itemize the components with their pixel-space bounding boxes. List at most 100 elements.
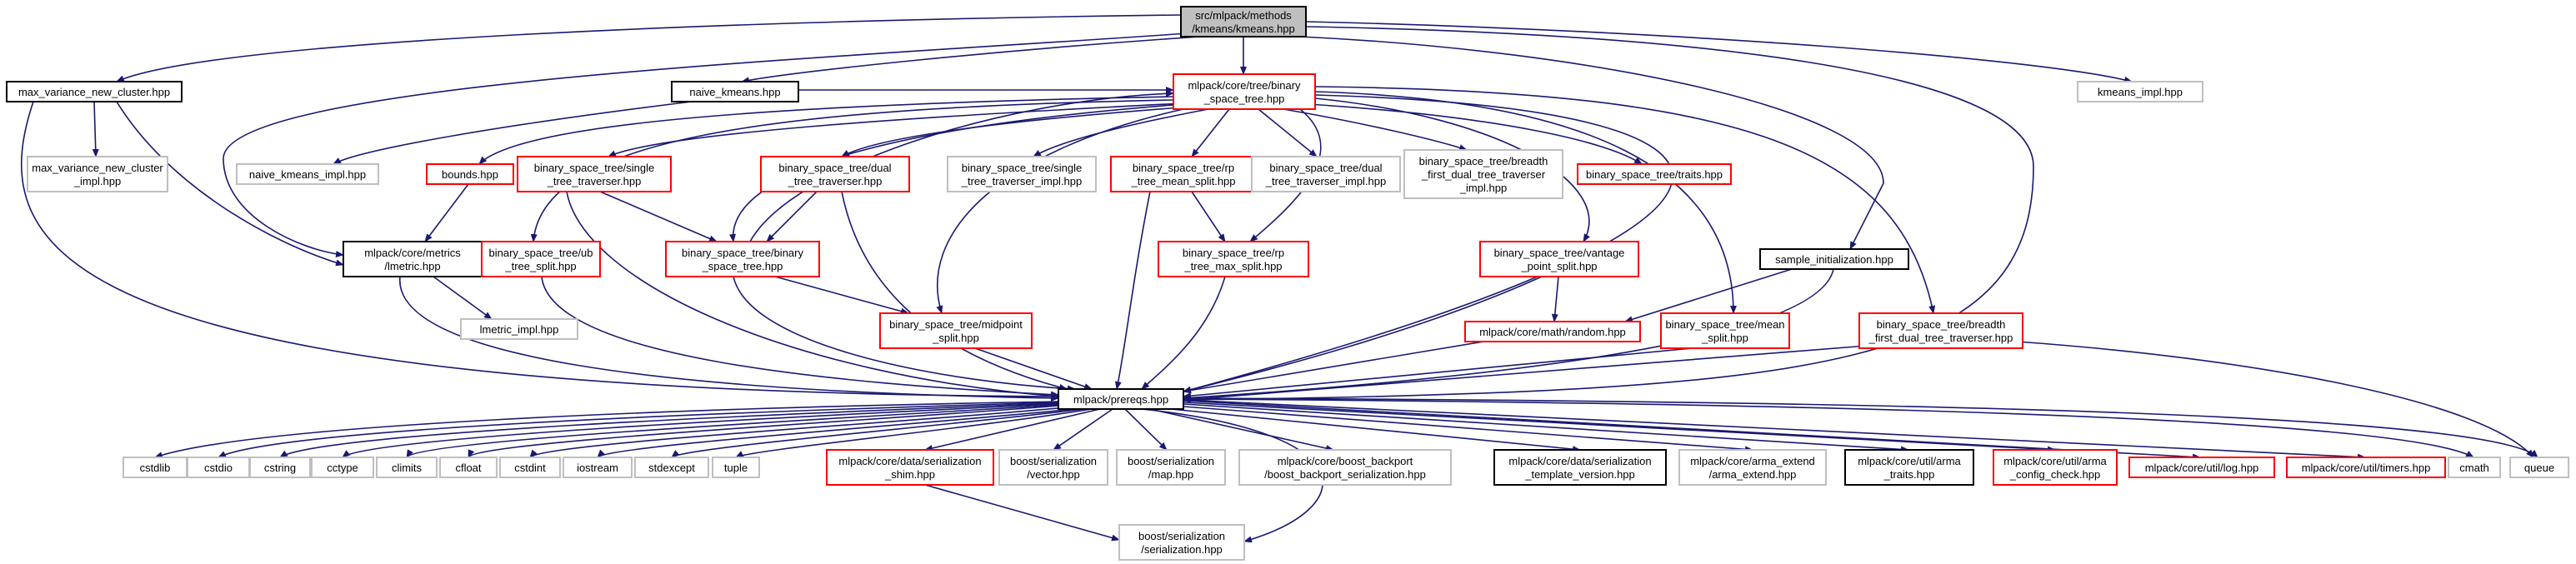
node-tuple[interactable]: tuple bbox=[712, 457, 760, 478]
node-label-line: _first_dual_tree_traverser bbox=[1421, 168, 1546, 181]
node-mean[interactable]: binary_space_tree/mean_split.hpp bbox=[1660, 312, 1790, 349]
node-box bbox=[1464, 321, 1641, 342]
node-cctype[interactable]: cctype bbox=[311, 457, 374, 478]
node-cmath[interactable]: cmath bbox=[2448, 457, 2501, 478]
node-box bbox=[1116, 449, 1226, 486]
node-box bbox=[671, 81, 799, 102]
edge-mean-to-prereqs bbox=[1183, 347, 1693, 400]
edge-single-to-prereqs bbox=[566, 191, 1059, 400]
node-single-impl[interactable]: binary_space_tree/single_tree_traverser_… bbox=[947, 156, 1097, 192]
node-label-line: mlpack/core/data/serialization bbox=[1508, 455, 1651, 467]
node-cfloat[interactable]: cfloat bbox=[439, 457, 498, 478]
node-ub[interactable]: binary_space_tree/ub_tree_split.hpp bbox=[481, 241, 601, 277]
node-iostream[interactable]: iostream bbox=[563, 457, 633, 478]
node-label-line: mlpack/core/util/arma bbox=[1858, 455, 1961, 467]
node-label-line: binary_space_tree/mean bbox=[1665, 318, 1784, 331]
node-sample[interactable]: sample_initialization.hpp bbox=[1759, 248, 1909, 270]
node-box bbox=[460, 318, 578, 340]
node-bounds[interactable]: bounds.hpp bbox=[426, 163, 514, 185]
node-box bbox=[1858, 312, 2023, 349]
edge-single-to-bst2 bbox=[599, 191, 718, 242]
node-shim[interactable]: mlpack/core/data/serialization_shim.hpp bbox=[826, 449, 994, 486]
node-vector[interactable]: boost/serialization/vector.hpp bbox=[998, 449, 1108, 486]
node-cstdint[interactable]: cstdint bbox=[499, 457, 561, 478]
node-box bbox=[187, 457, 250, 478]
node-midpoint[interactable]: binary_space_tree/midpoint_split.hpp bbox=[879, 312, 1033, 349]
node-naive[interactable]: naive_kmeans.hpp bbox=[671, 81, 799, 102]
node-label-line: mlpack/core/metrics bbox=[364, 247, 461, 259]
node-random[interactable]: mlpack/core/math/random.hpp bbox=[1464, 321, 1641, 342]
node-cstring[interactable]: cstring bbox=[249, 457, 311, 478]
node-label-line: stdexcept bbox=[648, 462, 695, 474]
node-arma-config[interactable]: mlpack/core/util/arma_config_check.hpp bbox=[1993, 449, 2118, 486]
node-label-line: cmath bbox=[2459, 462, 2488, 474]
node-label-line: cstdio bbox=[204, 462, 233, 474]
node-lmetric-impl[interactable]: lmetric_impl.hpp bbox=[460, 318, 578, 340]
node-label-line: _config_check.hpp bbox=[2009, 468, 2100, 481]
node-rpmean[interactable]: binary_space_tree/rp_tree_mean_split.hpp bbox=[1110, 156, 1257, 192]
edge-mvnc-to-prereqs bbox=[20, 101, 1059, 400]
edge-bst-to-mean bbox=[1314, 91, 1737, 314]
node-box bbox=[1844, 449, 1974, 486]
node-bfd-impl[interactable]: binary_space_tree/breadth_first_dual_tre… bbox=[1403, 149, 1563, 199]
node-label-line: cstring bbox=[264, 462, 296, 474]
node-mvnc[interactable]: max_variance_new_cluster.hpp bbox=[6, 81, 183, 102]
node-label-line: mlpack/core/util/arma bbox=[2003, 455, 2107, 467]
node-bfd[interactable]: binary_space_tree/breadth_first_dual_tre… bbox=[1858, 312, 2023, 349]
edge-prereqs-to-cstdlib bbox=[154, 401, 1059, 458]
node-label-line: binary_space_tree/rp bbox=[1133, 162, 1234, 174]
node-box bbox=[1759, 248, 1909, 270]
node-box bbox=[1660, 312, 1790, 349]
edge-bfd-to-queue bbox=[2016, 341, 2534, 458]
edge-kmeans-to-mvnc bbox=[116, 14, 1182, 82]
node-bst[interactable]: mlpack/core/tree/binary_space_tree.hpp bbox=[1173, 73, 1316, 110]
node-prereqs[interactable]: mlpack/prereqs.hpp bbox=[1058, 388, 1184, 410]
node-traits[interactable]: binary_space_tree/traits.hpp bbox=[1577, 163, 1732, 185]
node-arma-traits[interactable]: mlpack/core/util/arma_traits.hpp bbox=[1844, 449, 1974, 486]
node-label-line: mlpack/core/boost_backport bbox=[1278, 455, 1413, 467]
node-label-line: _impl.hpp bbox=[73, 175, 121, 187]
edge-shim-to-ser bbox=[924, 484, 1120, 542]
node-label-line: binary_space_tree/ub bbox=[488, 247, 593, 259]
node-backport[interactable]: mlpack/core/boost_backport/boost_backpor… bbox=[1238, 449, 1452, 486]
node-log[interactable]: mlpack/core/util/log.hpp bbox=[2128, 457, 2275, 478]
node-arma-extend[interactable]: mlpack/core/arma_extend/arma_extend.hpp bbox=[1678, 449, 1827, 486]
edge-kmeans-to-sample bbox=[1299, 36, 1884, 250]
node-dual[interactable]: binary_space_tree/dual_tree_traverser.hp… bbox=[760, 156, 910, 192]
node-bst2[interactable]: binary_space_tree/binary_space_tree.hpp bbox=[665, 241, 820, 277]
node-climits[interactable]: climits bbox=[376, 457, 438, 478]
node-label-line: binary_space_tree/single bbox=[534, 162, 655, 174]
edge-prereqs-to-map bbox=[1124, 408, 1168, 451]
node-stdexcept[interactable]: stdexcept bbox=[634, 457, 709, 478]
edge-kmeans-to-kimpl bbox=[1305, 21, 2133, 83]
edge-bst-to-midpoint bbox=[936, 108, 1184, 314]
node-vantage[interactable]: binary_space_tree/vantage_point_split.hp… bbox=[1479, 241, 1639, 277]
node-box bbox=[481, 241, 601, 277]
node-box bbox=[1479, 241, 1639, 277]
node-queue[interactable]: queue bbox=[2509, 457, 2569, 478]
node-box bbox=[2128, 457, 2275, 478]
node-dual-impl[interactable]: binary_space_tree/dual_tree_traverser_im… bbox=[1251, 156, 1401, 192]
node-ser[interactable]: boost/serialization/serialization.hpp bbox=[1118, 524, 1245, 561]
node-kmeans[interactable]: src/mlpack/methods/kmeans/kmeans.hpp bbox=[1180, 6, 1307, 37]
edge-bst-to-traits bbox=[1308, 103, 1643, 165]
node-single[interactable]: binary_space_tree/single_tree_traverser.… bbox=[517, 156, 672, 192]
node-lmetric[interactable]: mlpack/core/metrics/lmetric.hpp bbox=[343, 241, 483, 277]
node-label-line: _tree_traverser.hpp bbox=[788, 175, 883, 187]
node-template[interactable]: mlpack/core/data/serialization_template_… bbox=[1493, 449, 1667, 486]
edge-prereqs-to-template bbox=[1170, 408, 1581, 453]
edge-bst-to-bfd_impl bbox=[1283, 108, 1468, 151]
node-cstdlib[interactable]: cstdlib bbox=[123, 457, 188, 478]
node-box bbox=[1993, 449, 2118, 486]
file-nodes: src/mlpack/methods/kmeans/kmeans.hpp max_… bbox=[6, 6, 2569, 561]
node-timers[interactable]: mlpack/core/util/timers.hpp bbox=[2286, 457, 2446, 478]
edge-bst2-to-midpoint bbox=[774, 276, 909, 315]
node-kimpl[interactable]: kmeans_impl.hpp bbox=[2077, 81, 2203, 102]
edge-prereqs-to-shim bbox=[924, 408, 1101, 452]
node-naive-impl[interactable]: naive_kmeans_impl.hpp bbox=[236, 163, 379, 185]
edge-midpoint-to-prereqs bbox=[974, 347, 1093, 390]
node-rpmax[interactable]: binary_space_tree/rp_tree_max_split.hpp bbox=[1158, 241, 1309, 277]
node-cstdio[interactable]: cstdio bbox=[187, 457, 250, 478]
node-map[interactable]: boost/serialization/map.hpp bbox=[1116, 449, 1226, 486]
node-mvnc-impl[interactable]: max_variance_new_cluster_impl.hpp bbox=[27, 156, 168, 192]
